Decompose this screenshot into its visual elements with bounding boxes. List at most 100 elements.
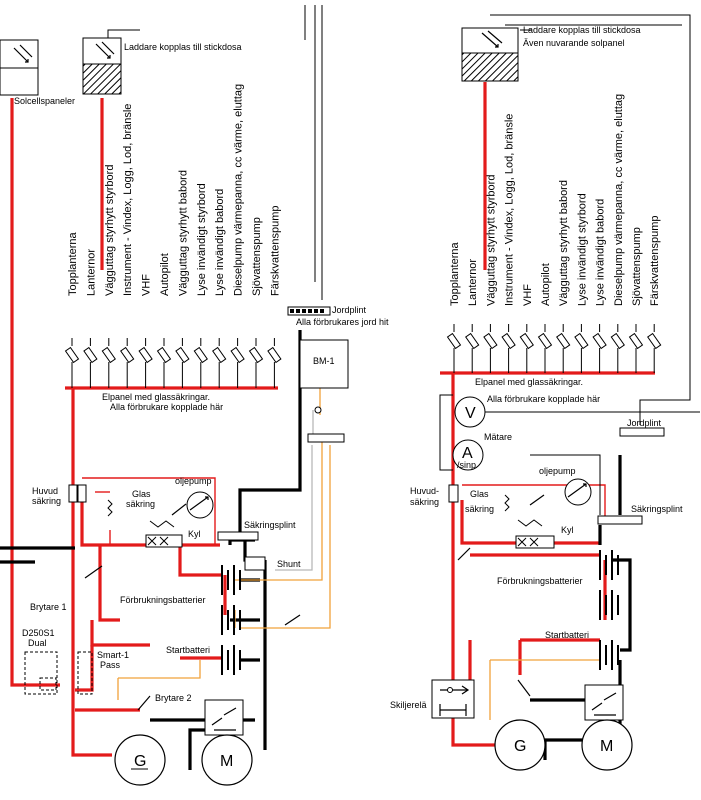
right-glass-fuse	[537, 324, 553, 373]
left-consumer-label: Lanternor	[85, 249, 97, 296]
left-motor-icon	[201, 734, 253, 786]
left-glass-fuse	[248, 338, 264, 388]
right-glass-fuse	[446, 324, 462, 373]
ammeter-sub: /sinp	[457, 460, 476, 470]
d250-label-2: Dual	[28, 638, 47, 648]
right-consumer-label: Vägguttag styrhytt babord	[558, 180, 570, 306]
right-consumer-label: Färskvattenspump	[649, 216, 661, 306]
left-sakringsplint-label: Säkringsplint	[244, 520, 296, 530]
right-generator-icon	[494, 719, 546, 771]
right-consumer-label: Topplanterna	[449, 242, 461, 306]
right-sakringsplint-label: Säkringsplint	[631, 504, 683, 514]
left-glass-fuse	[120, 338, 135, 388]
right-huvud-label-1: Huvud-	[410, 486, 439, 496]
ammeter-icon	[452, 439, 484, 471]
right-consumer-label: Vägguttag styrhytt styrbord	[485, 175, 497, 306]
left-consumer-label: VHF	[141, 274, 153, 296]
left-elpanel-sub: Alla förbrukare kopplade här	[110, 402, 223, 412]
smart-box	[77, 651, 93, 695]
charger-panel-label: Laddare kopplas till stickdosa	[124, 42, 242, 52]
right-glass-fuse	[556, 324, 571, 373]
matare-label: Mätare	[484, 432, 512, 442]
right-consumer-label: Lyse invändigt styrbord	[576, 193, 588, 306]
right-motor-label: M	[600, 738, 613, 755]
left-glass-fuse	[230, 338, 245, 388]
left-glass-fuse	[193, 338, 208, 388]
bm1-terminal	[307, 433, 345, 443]
left-huvud-label-1: Huvud	[32, 486, 58, 496]
brytare2-label: Brytare 2	[155, 693, 192, 703]
voltmeter-icon	[454, 396, 486, 428]
right-panel-label-1: Laddare kopplas till stickdosa	[523, 25, 641, 35]
left-main-fuse-b	[77, 484, 87, 503]
smart-label-1: Smart-1	[97, 650, 129, 660]
left-wires	[0, 5, 331, 770]
right-consumer-labels: Topplanterna Lanternor Vägguttag styrhytt …	[449, 94, 661, 306]
left-glass-fuse	[212, 338, 227, 388]
right-glas-label-1: Glas	[470, 489, 489, 499]
left-pump-icon	[186, 491, 214, 519]
right-main-fuse	[448, 484, 459, 503]
left-consumer-label: Färskvattenspump	[269, 206, 281, 296]
right-glass-fuse	[501, 324, 516, 373]
right-pump-icon	[564, 478, 592, 506]
ammeter-label: A	[462, 445, 473, 462]
left-glas-label-1: Glas	[132, 489, 151, 499]
right-elpanel-label: Elpanel med glassäkringar.	[475, 377, 583, 387]
right-fuse-row	[446, 324, 662, 373]
bm1-box	[299, 339, 349, 389]
left-forbruk-label: Förbrukningsbatterier	[120, 595, 206, 605]
right-house-battery	[599, 550, 619, 620]
right-wires	[439, 14, 700, 760]
left-starter-relay	[204, 699, 244, 736]
right-consumer-label: Autopilot	[540, 263, 552, 306]
left-glass-fuse	[101, 338, 116, 388]
left-glass-fuse	[156, 338, 172, 388]
right-consumer-label: Instrument - Vindex, Logg, Lod, bränsle	[504, 114, 516, 306]
left-glass-fuse	[138, 338, 153, 388]
left-consumer-label: Vägguttag styrhytt styrbord	[104, 165, 116, 296]
smart-label-2: Pass	[100, 660, 121, 670]
right-glass-fuse	[647, 324, 662, 373]
left-fuse-row	[64, 338, 282, 388]
brytare1-label: Brytare 1	[30, 602, 67, 612]
d250-label-1: D250S1	[22, 628, 55, 638]
right-glass-fuse	[592, 324, 607, 373]
bm1-label: BM-1	[313, 356, 335, 366]
left-elpanel-label: Elpanel med glassäkringar.	[102, 392, 210, 402]
left-start-battery	[221, 645, 241, 675]
right-huvud-label-2: säkring	[410, 497, 439, 507]
right-jordplint	[619, 427, 665, 437]
skiljerela-label: Skiljerelä	[390, 700, 427, 710]
right-kyl-label: Kyl	[561, 525, 574, 535]
left-startbatteri-label: Startbatteri	[166, 645, 210, 655]
left-glass-fuse	[83, 338, 98, 388]
right-forbruk-label: Förbrukningsbatterier	[497, 576, 583, 586]
solar-panel	[0, 39, 39, 96]
left-main-fuse-a	[68, 484, 78, 503]
left-generator-label: G	[134, 753, 146, 770]
right-glass-fuse	[610, 324, 625, 373]
right-consumer-label: Lanternor	[467, 259, 479, 306]
left-house-battery	[221, 565, 241, 635]
left-glass-fuse	[267, 338, 282, 388]
left-jordplint	[287, 306, 331, 316]
charger-panel	[82, 37, 122, 95]
left-consumer-label: Lyse invändigt babord	[214, 189, 226, 296]
right-charger-panel	[461, 27, 519, 82]
left-consumer-label: Dieselpump värmepanna, cc värme, eluttag	[233, 84, 245, 296]
right-glass-fuse	[483, 324, 498, 373]
left-glas-label-2: säkring	[126, 499, 155, 509]
right-elpanel-sub: Alla förbrukare kopplade här	[487, 394, 600, 404]
right-startbatteri-label: Startbatteri	[545, 630, 589, 640]
left-glass-fuse	[175, 338, 190, 388]
right-consumer-label: Lyse invändigt babord	[595, 199, 607, 306]
left-consumer-label: Lyse invändigt styrbord	[196, 183, 208, 296]
left-huvud-label-2: säkring	[32, 496, 61, 506]
left-consumer-label: Autopilot	[159, 253, 171, 296]
right-consumer-label: Dieselpump värmepanna, cc värme, eluttag	[613, 94, 625, 306]
left-consumer-label: Vägguttag styrhytt babord	[177, 170, 189, 296]
shunt-box	[244, 556, 266, 571]
